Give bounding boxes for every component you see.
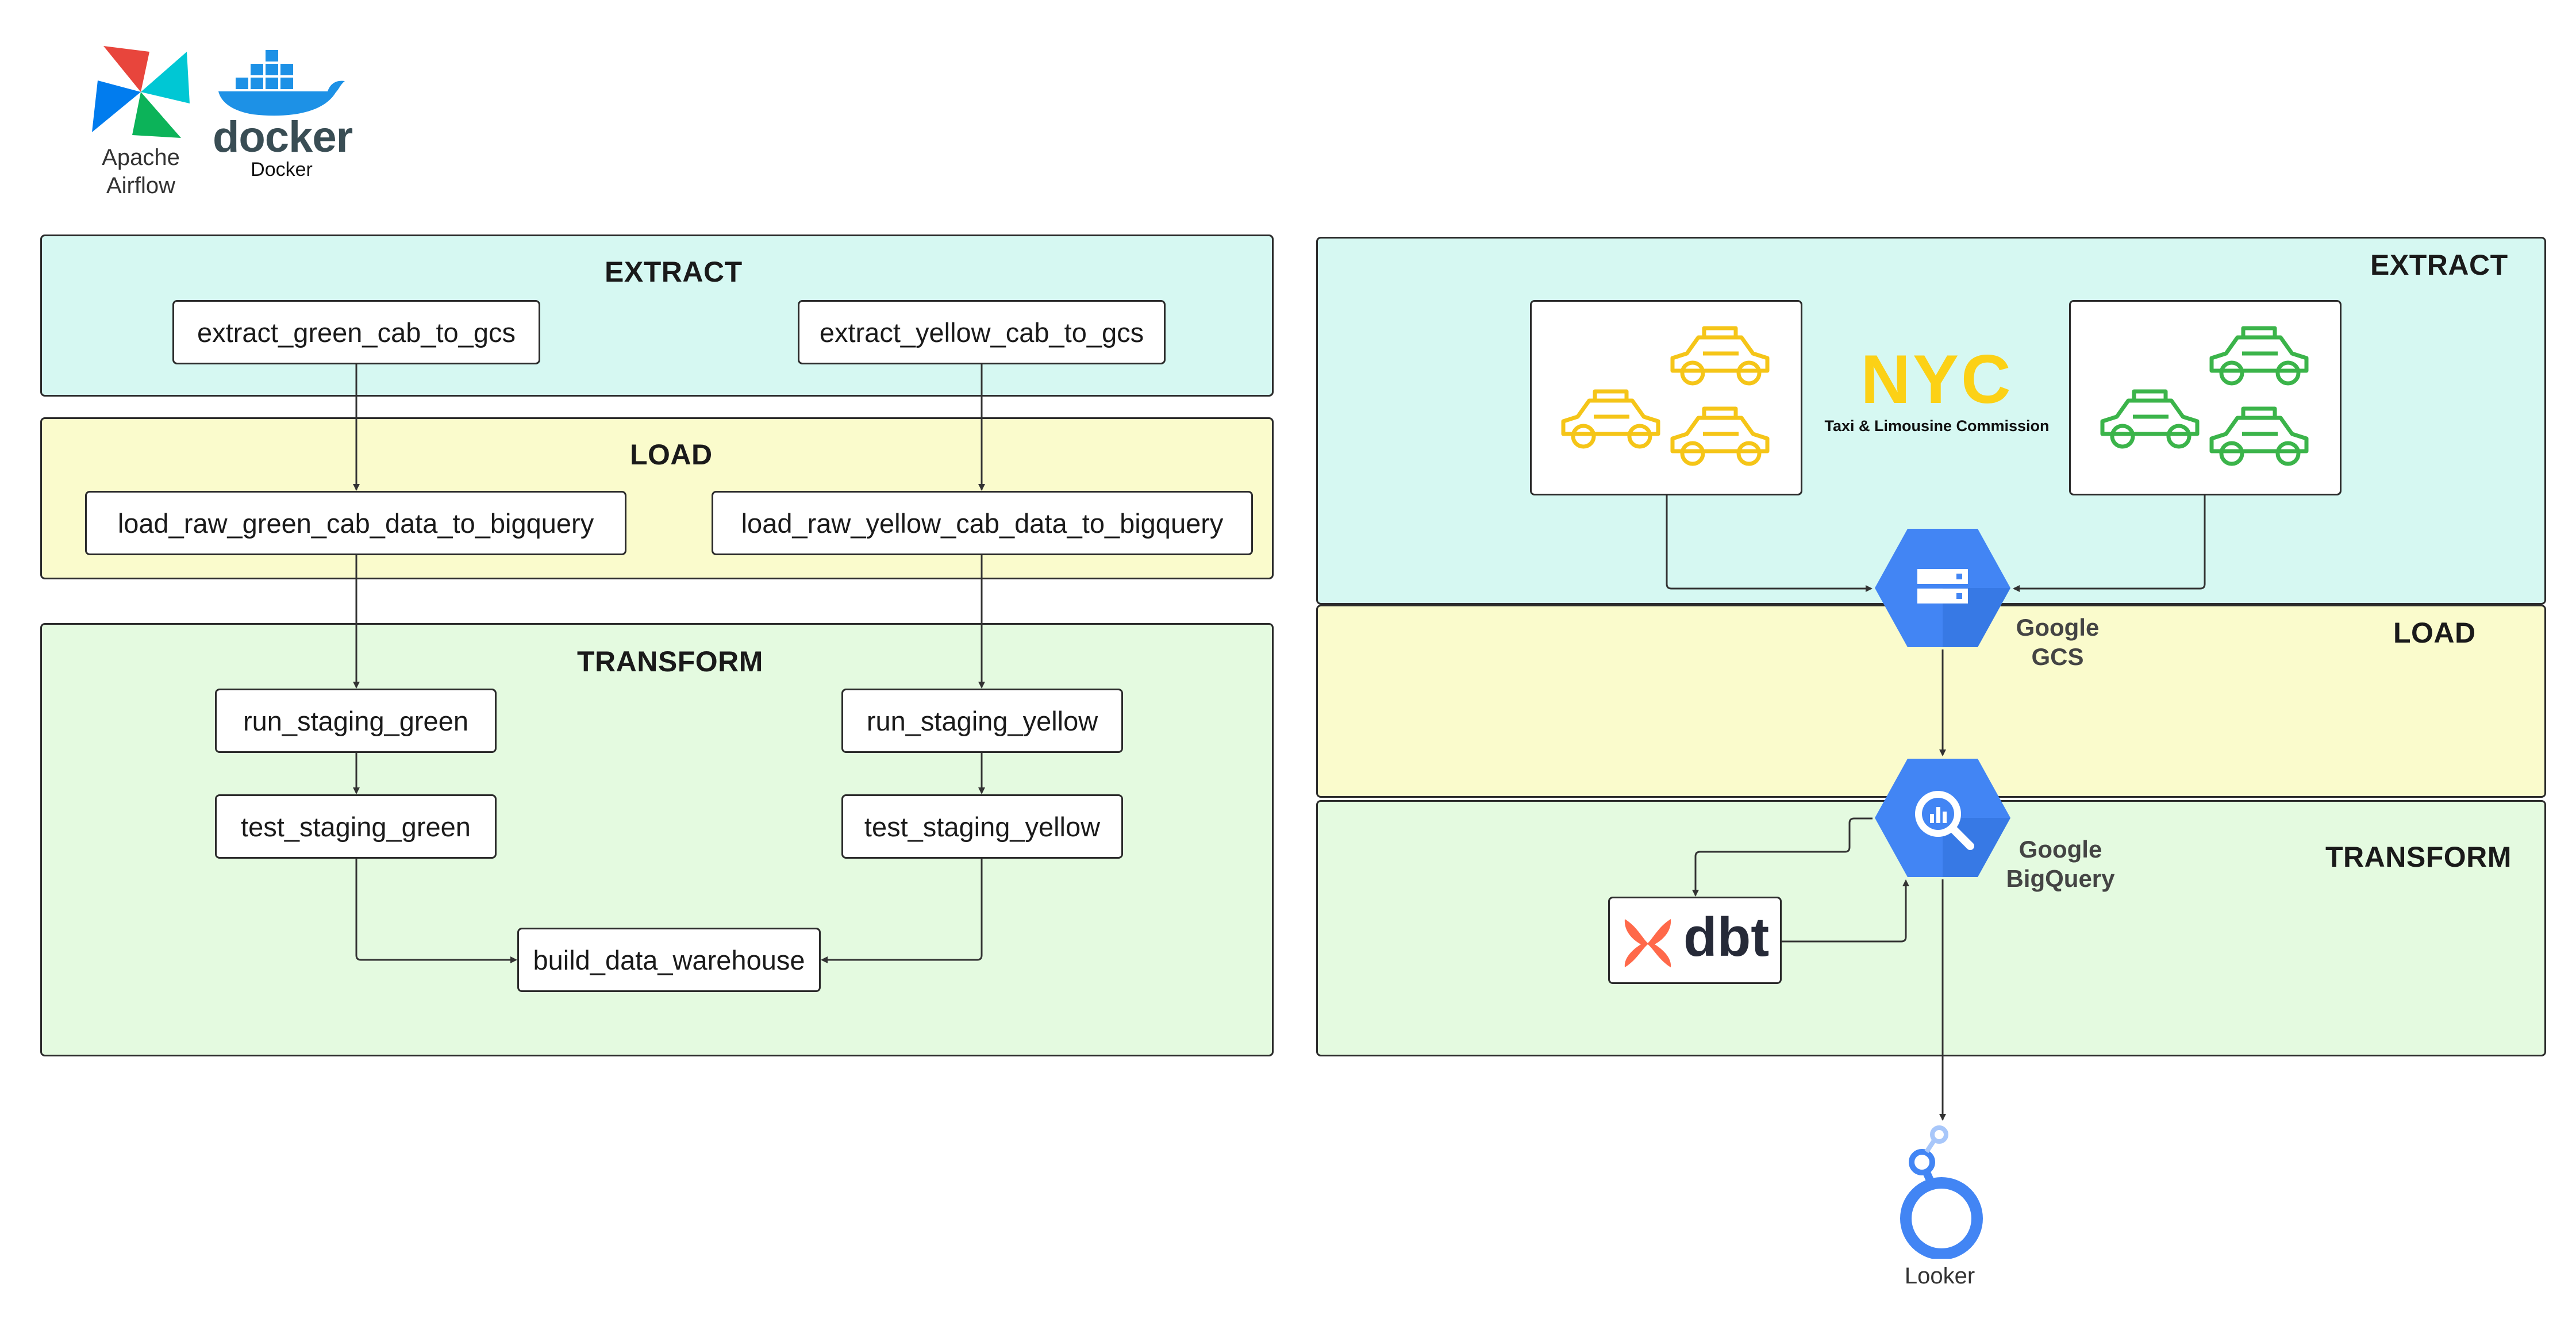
dbt-icon: [1624, 919, 1671, 967]
looker-icon: [1900, 1125, 1983, 1260]
docker-label: Docker: [251, 159, 313, 180]
task-test-staging-yellow[interactable]: test_staging_yellow: [841, 794, 1123, 859]
gcs-storage-icon: [1875, 529, 2010, 647]
gcs-node: [1873, 526, 2013, 649]
docker-logo: docker: [213, 43, 353, 162]
task-load-yellow[interactable]: load_raw_yellow_cab_data_to_bigquery: [712, 491, 1253, 555]
dbt-box: dbt: [1608, 897, 1782, 984]
nyc-wordmark: NYC: [1860, 341, 2013, 418]
edge-green-cabs-to-gcs: [2013, 495, 2206, 592]
bigquery-label: Google BigQuery: [2006, 836, 2115, 893]
edge-yellow-cabs-to-gcs: [1666, 495, 1873, 592]
yellow-cabs-box: [1530, 300, 1802, 495]
nyc-caption: Taxi & Limousine Commission: [1824, 417, 2050, 435]
right-extract-title: EXTRACT: [2370, 249, 2508, 281]
edge-bigquery-to-dbt: [1692, 817, 1873, 897]
task-build-data-warehouse[interactable]: build_data_warehouse: [517, 928, 821, 992]
right-transform-title: TRANSFORM: [2325, 841, 2512, 873]
dbt-wordmark: dbt: [1683, 906, 1770, 968]
green-cabs-box: [2069, 300, 2342, 495]
green-cab-icon: [2100, 326, 2309, 466]
bigquery-icon: [1875, 759, 2010, 877]
docker-wordmark: docker: [213, 113, 353, 162]
yellow-cab-icon: [1561, 326, 1770, 466]
edge-test-yellow-to-build: [821, 859, 983, 963]
nyc-tlc-logo: NYC Taxi & Limousine Commission: [1810, 345, 2063, 443]
left-transform-title: TRANSFORM: [577, 645, 763, 678]
task-load-green[interactable]: load_raw_green_cab_data_to_bigquery: [85, 491, 626, 555]
airflow-logo: [86, 40, 195, 144]
docker-whale-icon: [218, 50, 345, 116]
task-extract-green[interactable]: extract_green_cab_to_gcs: [172, 300, 540, 364]
task-run-staging-yellow[interactable]: run_staging_yellow: [841, 689, 1123, 753]
airflow-pinwheel-icon: [92, 46, 190, 138]
edge-dbt-to-bigquery: [1782, 879, 1909, 943]
looker-label: Looker: [1904, 1263, 1975, 1289]
looker-node: [1891, 1121, 1989, 1260]
gcs-label: Google GCS: [2016, 614, 2100, 671]
right-load-title: LOAD: [2393, 617, 2476, 649]
task-extract-yellow[interactable]: extract_yellow_cab_to_gcs: [798, 300, 1166, 364]
left-load-title: LOAD: [630, 439, 713, 471]
task-run-staging-green[interactable]: run_staging_green: [215, 689, 497, 753]
left-extract-title: EXTRACT: [605, 256, 743, 288]
bigquery-node: [1873, 756, 2013, 879]
airflow-label: Apache Airflow: [102, 145, 180, 198]
task-test-staging-green[interactable]: test_staging_green: [215, 794, 497, 859]
edge-test-green-to-build: [355, 859, 517, 963]
